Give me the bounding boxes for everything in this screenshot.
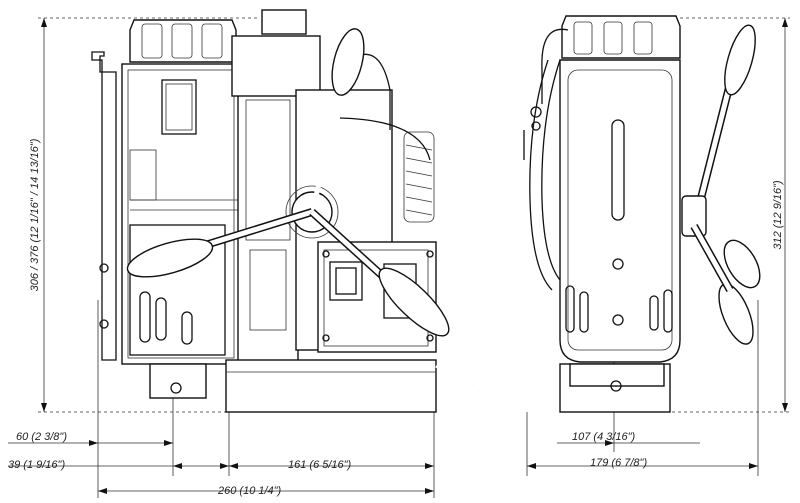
front-view-drill — [523, 15, 761, 413]
dim-39: 39 (1 9/16") — [8, 459, 65, 471]
dimension-lines — [8, 17, 790, 498]
dim-260: 260 (10 1/4") — [217, 485, 282, 497]
spring — [403, 131, 435, 223]
dim-161: 161 (6 5/16") — [288, 459, 352, 471]
dim-107: 107 (4 3/16") — [572, 431, 636, 443]
dim-right-height: 312 (12 9/16") — [772, 180, 784, 250]
dim-60: 60 (2 3/8") — [16, 431, 67, 443]
side-view-drill — [91, 9, 479, 413]
front-feed-handles — [681, 24, 761, 345]
feed-handles — [126, 28, 450, 337]
dim-left-height: 306 / 376 (12 1/16" / 14 13/16") — [29, 138, 41, 291]
dim-179: 179 (6 7/8") — [590, 457, 647, 469]
